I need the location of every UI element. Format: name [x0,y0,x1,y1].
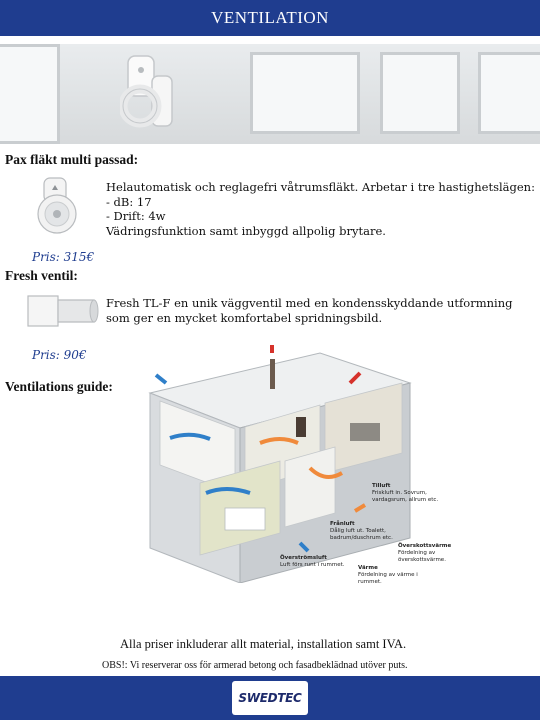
hero-window-far [478,52,540,134]
ventilation-guide-illustration: Tilluft Friskluft in. Sovrum, vardagsrum… [110,343,465,586]
guide-label-name: Överskottsvärme [398,543,452,549]
disclaimer: OBS!: Vi reserverar oss för armerad beto… [102,660,408,671]
hero-window-middle [250,52,360,134]
brand-name: SWEDTEC [238,691,302,705]
guide-label-tilluft: Tilluft Friskluft in. Sovrum, vardagsrum… [372,483,462,504]
guide-title: Ventilations guide: [5,379,113,394]
header-bar: VENTILATION [0,0,540,36]
guide-label-name: Överströmsluft [280,555,327,561]
fresh-line: som ger en mycket komfortabel spridnings… [106,310,383,325]
pax-fan-icon [37,177,77,234]
wall-vent-icon [27,295,99,327]
pax-description: Helautomatisk och reglagefri våtrumsfläk… [106,180,536,238]
guide-label-varme: Värme Fördelning av värme i rummet. [358,565,422,586]
fresh-price: Pris: 90€ [32,348,87,362]
fresh-line: Fresh TL-F en unik väggventil med en kon… [106,296,513,310]
guide-label-text: Friskluft in. Sovrum, vardagsrum, allrum… [372,490,439,503]
brand-logo: SWEDTEC [232,681,308,715]
fresh-description: Fresh TL-F en unik väggventil med en kon… [106,296,536,325]
guide-label-text: Dålig luft ut. Toalett, badrum/duschrum … [330,528,393,541]
fresh-title: Fresh ventil: [5,268,78,283]
pax-line: - Drift: 4w [106,209,166,223]
pax-title: Pax fläkt multi passad: [5,152,139,167]
hero-banner [0,44,540,144]
guide-label-text: Luft förs runt i rummet. [280,562,345,568]
hero-window-left [0,44,60,144]
guide-label-overstromsluft: Överströmsluft Luft förs runt i rummet. [280,555,350,569]
pax-line: Helautomatisk och reglagefri våtrumsfläk… [106,180,535,194]
page-title: VENTILATION [211,8,329,27]
guide-label-text: Fördelning av värme i rummet. [358,572,418,585]
hero-window-right [380,52,460,134]
footer-bar: SWEDTEC [0,676,540,720]
guide-label-name: Värme [358,565,378,571]
guide-label-name: Frånluft [330,521,355,527]
guide-label-name: Tilluft [372,483,391,489]
guide-label-overskottsvarme: Överskottsvärme Fördelning av överskotts… [398,543,464,564]
guide-label-text: Fördelning av överskottsvärme. [398,550,446,563]
pax-line: - dB: 17 [106,194,152,209]
price-note: Alla priser inkluderar allt material, in… [120,637,407,651]
house-floorplan-image [148,345,412,584]
pax-price: Pris: 315€ [32,250,95,264]
bathroom-fan-icon [120,55,173,128]
guide-label-franluft: Frånluft Dålig luft ut. Toalett, badrum/… [330,521,400,542]
pax-line: Vädringsfunktion samt inbyggd allpolig b… [106,223,386,238]
